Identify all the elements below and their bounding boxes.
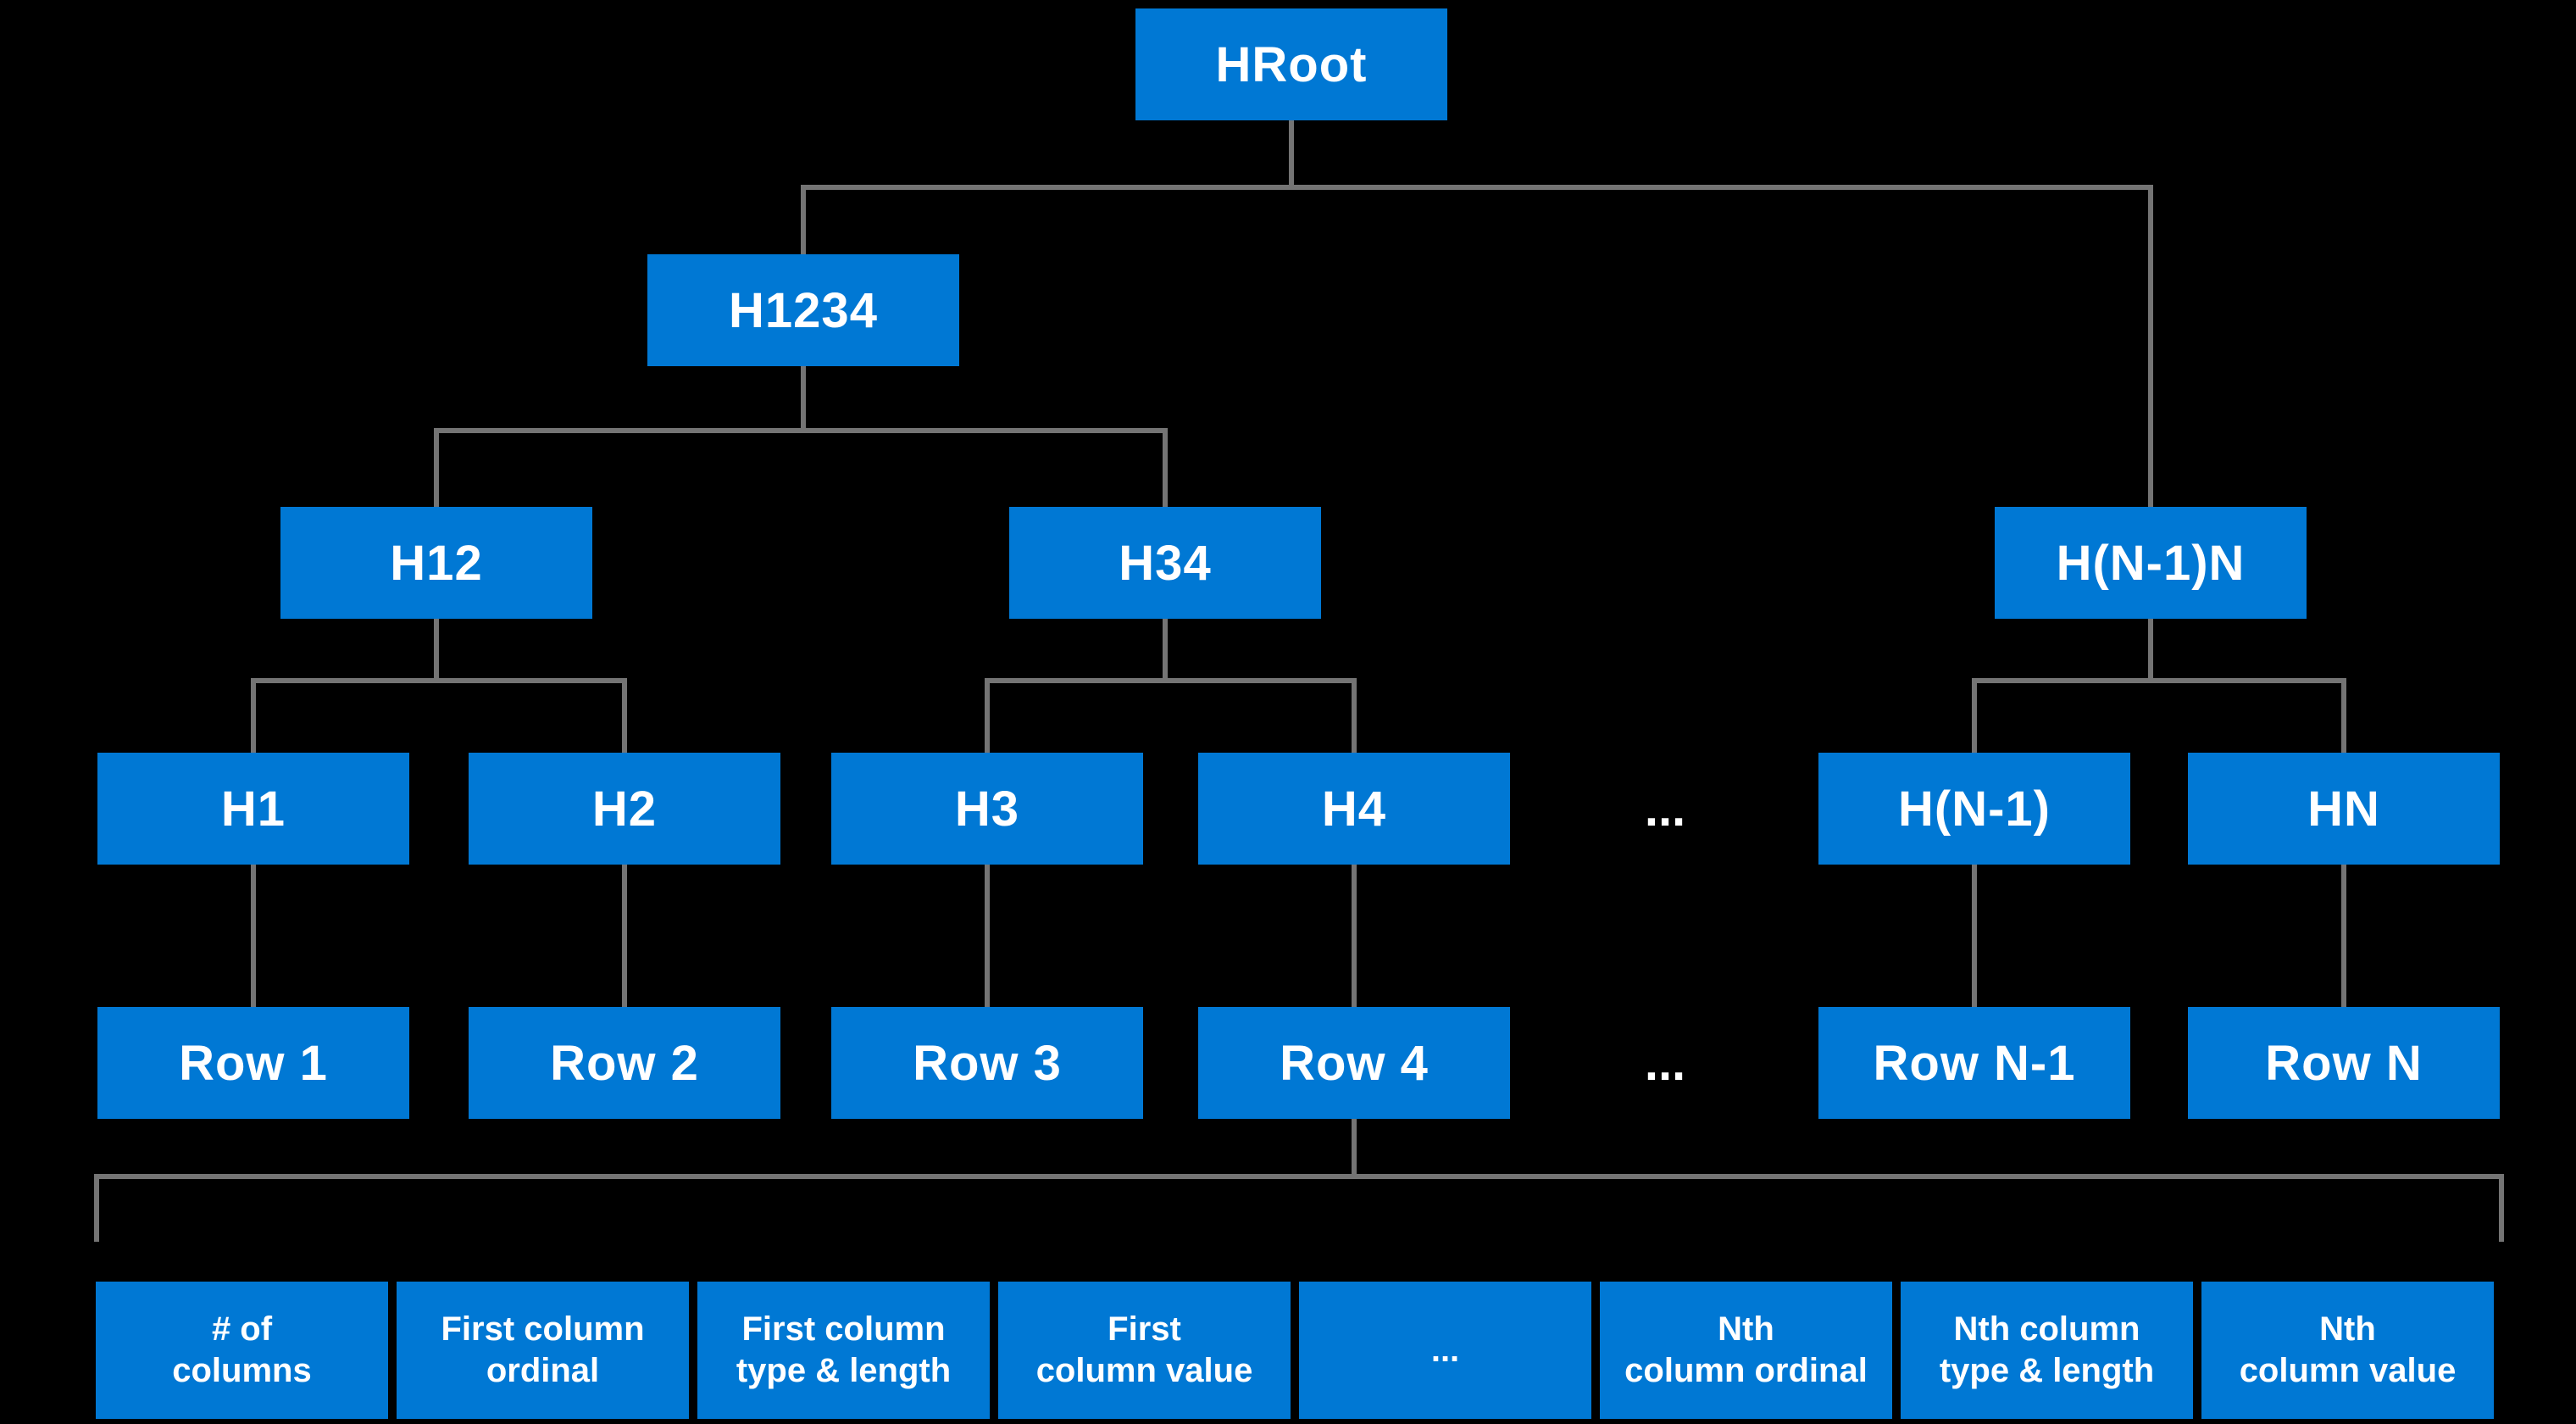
connector-h12-children — [251, 678, 627, 683]
node-rown: Row N — [2188, 1007, 2500, 1119]
field-cell-ellipsis: ... — [1299, 1282, 1591, 1419]
connector-to-h1 — [251, 678, 256, 758]
connector-hn1n-children — [1972, 678, 2346, 683]
connector-hn1n-down — [2148, 619, 2153, 683]
field-line1: # of — [211, 1310, 273, 1348]
node-h1: H1 — [97, 753, 409, 865]
field-cell-nth-type-length: Nth column type & length — [1901, 1282, 2193, 1419]
node-h1234: H1234 — [647, 254, 959, 366]
field-line2: columns — [172, 1352, 312, 1389]
node-h2: H2 — [469, 753, 780, 865]
node-row1: Row 1 — [97, 1007, 409, 1119]
node-rown1: Row N-1 — [1818, 1007, 2130, 1119]
connector-bracket-left-stub — [94, 1174, 99, 1242]
connector-h34-children — [985, 678, 1357, 683]
connector-hn-rown — [2341, 865, 2346, 1012]
connector-hn1-rown1 — [1972, 865, 1977, 1012]
connector-to-hn — [2341, 678, 2346, 758]
connector-root-children — [801, 185, 2153, 190]
connector-h2-row2 — [622, 865, 627, 1012]
connector-to-h2 — [622, 678, 627, 758]
field-line1: First column — [441, 1310, 645, 1348]
field-cell-first-value: First column value — [998, 1282, 1291, 1419]
connector-h4-row4 — [1352, 865, 1357, 1012]
field-cell-first-ordinal: First column ordinal — [397, 1282, 689, 1419]
connector-to-h12 — [434, 428, 439, 512]
connector-to-h3 — [985, 678, 990, 758]
field-line2: column value — [1035, 1352, 1253, 1389]
connector-row4-down — [1352, 1119, 1357, 1179]
field-cell-nth-value: Nth column value — [2201, 1282, 2494, 1419]
field-line2: ordinal — [486, 1352, 600, 1389]
node-h4: H4 — [1198, 753, 1510, 865]
connector-h1234-children — [434, 428, 1168, 433]
connector-to-hn1 — [1972, 678, 1977, 758]
connector-h12-down — [434, 619, 439, 683]
connector-h1234-down — [801, 366, 806, 433]
field-line1: First column — [741, 1310, 946, 1348]
field-line2: type & length — [1939, 1352, 2155, 1389]
connector-to-h1234 — [801, 185, 806, 259]
field-line1: Nth column — [1953, 1310, 2140, 1348]
connector-h3-row3 — [985, 865, 990, 1012]
connector-to-h34 — [1163, 428, 1168, 512]
node-h12: H12 — [280, 507, 592, 619]
node-hn: HN — [2188, 753, 2500, 865]
connector-fields-bracket — [94, 1174, 2504, 1179]
row-level-ellipsis: ... — [1644, 1035, 1686, 1091]
field-line1: Nth — [1718, 1310, 1774, 1348]
field-cell-nth-ordinal: Nth column ordinal — [1600, 1282, 1892, 1419]
field-line2: type & length — [736, 1352, 952, 1389]
field-line2: column value — [2239, 1352, 2457, 1389]
field-cell-first-type-length: First column type & length — [697, 1282, 990, 1419]
field-line2: column ordinal — [1624, 1352, 1868, 1389]
node-hroot: HRoot — [1135, 8, 1447, 120]
node-h34: H34 — [1009, 507, 1321, 619]
field-line1: Nth — [2319, 1310, 2376, 1348]
field-cell-num-columns: # of columns — [96, 1282, 388, 1419]
connector-to-h4 — [1352, 678, 1357, 758]
node-row3: Row 3 — [831, 1007, 1143, 1119]
node-h3: H3 — [831, 753, 1143, 865]
node-row4: Row 4 — [1198, 1007, 1510, 1119]
connector-to-hn1n — [2148, 185, 2153, 512]
field-line1: First — [1108, 1310, 1181, 1348]
node-row2: Row 2 — [469, 1007, 780, 1119]
connector-h1-row1 — [251, 865, 256, 1012]
connector-h34-down — [1163, 619, 1168, 683]
field-line1: ... — [1430, 1331, 1460, 1369]
node-hn1: H(N-1) — [1818, 753, 2130, 865]
node-hn1n: H(N-1)N — [1995, 507, 2307, 619]
connector-bracket-right-stub — [2499, 1174, 2504, 1242]
hash-level-ellipsis: ... — [1644, 781, 1686, 837]
connector-hroot-down — [1289, 119, 1294, 190]
